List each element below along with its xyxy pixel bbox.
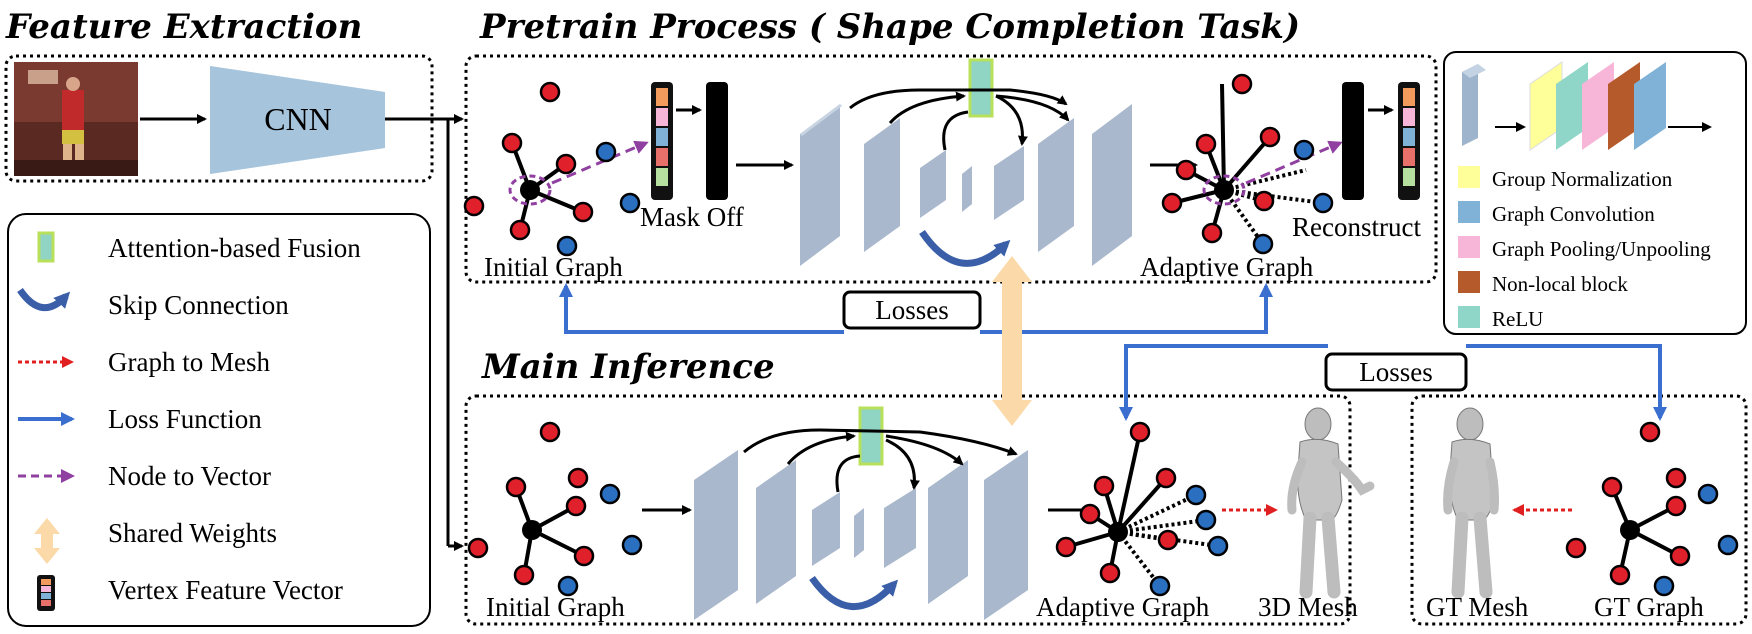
block-legend-items: Group Normalization Graph Convolution Gr… <box>1458 166 1711 331</box>
block-legend-label: ReLU <box>1492 307 1543 331</box>
vertex-feature-vector-icon <box>37 575 55 611</box>
gt-graph <box>1565 421 1739 597</box>
feature-extraction-title: Feature Extraction <box>5 7 362 47</box>
pretrain-panel <box>464 54 1438 284</box>
gt-mesh-label: GT Mesh <box>1426 592 1529 622</box>
feature-extraction-panel <box>4 54 434 183</box>
reconstruct-masked-vector <box>1342 82 1364 200</box>
graph-pooling-swatch <box>1458 236 1480 258</box>
reconstruct-label: Reconstruct <box>1292 212 1421 242</box>
mesh-3d-figure <box>1287 407 1375 599</box>
input-photo <box>14 62 138 176</box>
pretrain-initial-graph-label: Initial Graph <box>484 252 623 282</box>
shared-weights-icon <box>34 518 60 564</box>
pretrain-network <box>800 58 1132 267</box>
losses-box-bottom <box>1324 352 1468 392</box>
inference-initial-graph <box>467 421 643 597</box>
relu-swatch <box>1458 306 1480 328</box>
mask-off-label: Mask Off <box>640 202 744 232</box>
skip-connection-icon <box>17 287 71 312</box>
block-legend-label: Non-local block <box>1492 272 1628 296</box>
legend-label-vertex-feature: Vertex Feature Vector <box>108 575 343 605</box>
non-local-swatch <box>1458 271 1480 293</box>
graph-conv-swatch <box>1458 201 1480 223</box>
losses-label-top: Losses <box>875 295 949 325</box>
inference-adaptive-graph-label: Adaptive Graph <box>1036 592 1210 622</box>
ground-truth-panel <box>1410 394 1748 626</box>
legend-label-node-to-vector: Node to Vector <box>108 461 271 491</box>
block-stack-icon <box>1462 61 1712 151</box>
group-norm-swatch <box>1458 166 1480 188</box>
mesh-3d-label: 3D Mesh <box>1258 592 1358 622</box>
pretrain-loss-connector <box>559 283 1273 334</box>
attention-fusion-icon <box>37 231 55 263</box>
block-legend-panel <box>1443 51 1747 335</box>
cnn-block <box>210 66 385 174</box>
inference-adaptive-graph <box>1055 421 1229 597</box>
legend-label-skip: Skip Connection <box>108 290 289 320</box>
losses-label-bottom: Losses <box>1359 357 1433 387</box>
block-legend-label: Group Normalization <box>1492 167 1673 191</box>
pretrain-adaptive-graph-label: Adaptive Graph <box>1140 252 1314 282</box>
pretrain-skip-connection <box>919 230 1011 267</box>
inference-initial-graph-label: Initial Graph <box>486 592 625 622</box>
inference-loss-connector <box>1119 344 1667 421</box>
legend-label-graph-to-mesh: Graph to Mesh <box>108 347 270 377</box>
legend-label-shared-weights: Shared Weights <box>108 518 277 548</box>
main-inference-title: Main Inference <box>481 347 775 387</box>
pretrain-adaptive-graph <box>1161 73 1343 255</box>
pretrain-attention-fusion <box>968 58 994 118</box>
gt-graph-label: GT Graph <box>1594 592 1704 622</box>
reconstructed-vector <box>1398 82 1420 200</box>
pretrain-title: Pretrain Process ( Shape Completion Task… <box>479 7 1300 47</box>
pretrain-vertex-vector <box>651 82 673 200</box>
legend-label-attention: Attention-based Fusion <box>108 233 361 263</box>
block-legend-label: Graph Convolution <box>1492 202 1655 226</box>
cnn-label: CNN <box>264 101 332 137</box>
inference-attention-fusion <box>858 406 884 466</box>
shared-weights-arrow <box>992 256 1032 426</box>
pretrain-initial-graph <box>463 81 649 257</box>
inference-network <box>694 406 1028 620</box>
block-legend-label: Graph Pooling/Unpooling <box>1492 237 1711 261</box>
masked-vector <box>706 82 728 200</box>
losses-box-top <box>842 290 982 330</box>
legend-label-loss: Loss Function <box>108 404 262 434</box>
legend-panel <box>7 213 431 627</box>
inference-skip-connection <box>809 575 899 611</box>
main-inference-panel <box>464 394 1352 626</box>
gt-mesh-figure <box>1443 407 1499 599</box>
